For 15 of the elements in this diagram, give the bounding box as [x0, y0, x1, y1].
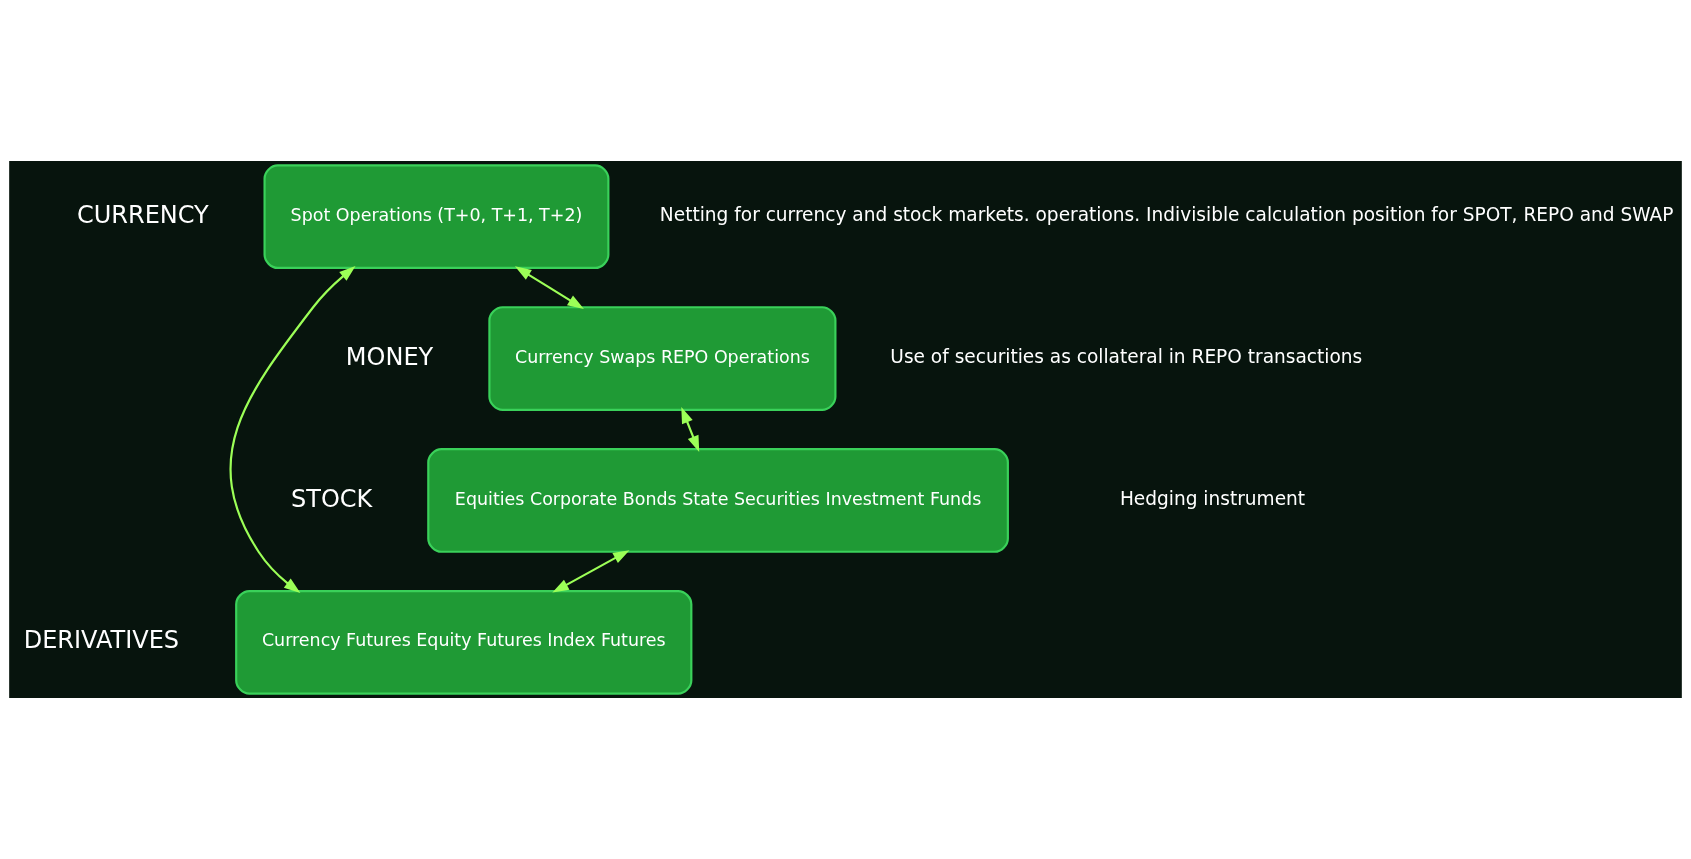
node-label: CURRENCY	[76, 200, 209, 229]
arrow	[514, 266, 584, 309]
node-box: Currency Swaps REPO Operations	[488, 306, 837, 411]
label: Hedging instrument	[1119, 487, 1306, 509]
label: Netting for currency and stock markets. operations. Indivisible calculation position for SPOT, REPO and SWAP	[659, 204, 1674, 226]
node-box: Currency Futures Equity Futures Index Futures	[235, 589, 693, 695]
arrow	[552, 550, 630, 593]
node-label: DERIVATIVES	[23, 626, 180, 655]
node-box: Equities Corporate Bonds State Securities Investment Funds	[427, 448, 1009, 553]
arrow	[681, 407, 700, 453]
node-label: STOCK	[291, 484, 373, 513]
node-label: MONEY	[345, 342, 434, 371]
label: Use of securities as collateral in REPO transactions	[890, 346, 1363, 368]
node-box: Spot Operations (T+0, T+1, T+2)	[263, 164, 610, 270]
arrow	[229, 266, 356, 593]
